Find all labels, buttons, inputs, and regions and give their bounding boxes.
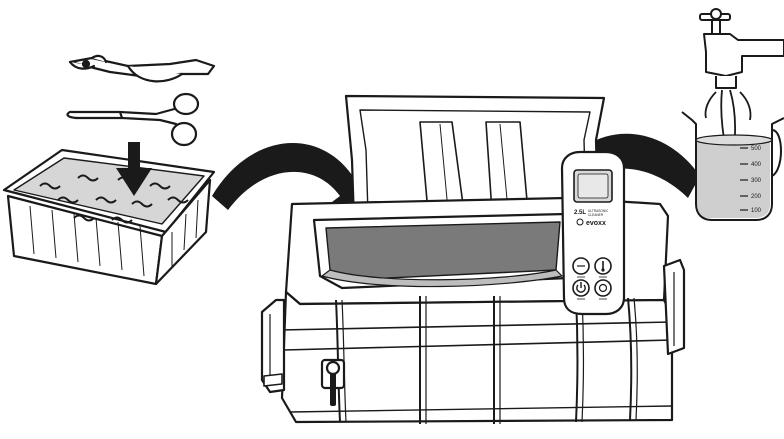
instruments-icon (68, 56, 214, 145)
scale-label-500: 500 (751, 146, 762, 152)
scale-label-300: 300 (751, 178, 762, 184)
tank-interior (326, 222, 560, 280)
heat-button[interactable] (595, 258, 611, 274)
cleaning-tray (4, 150, 214, 284)
timer-button[interactable] (573, 258, 589, 274)
start-button[interactable] (595, 280, 611, 296)
scale-label-100: 100 (751, 208, 762, 214)
brand-name: evoxx (586, 220, 606, 227)
power-button[interactable] (573, 280, 589, 296)
measuring-beaker (682, 112, 784, 220)
scale-label-400: 400 (751, 162, 762, 168)
scale-label-200: 200 (751, 194, 762, 200)
model-line-2: CLEANER (588, 213, 604, 217)
control-panel (562, 152, 624, 314)
capacity-label: 2.5L (574, 210, 586, 216)
